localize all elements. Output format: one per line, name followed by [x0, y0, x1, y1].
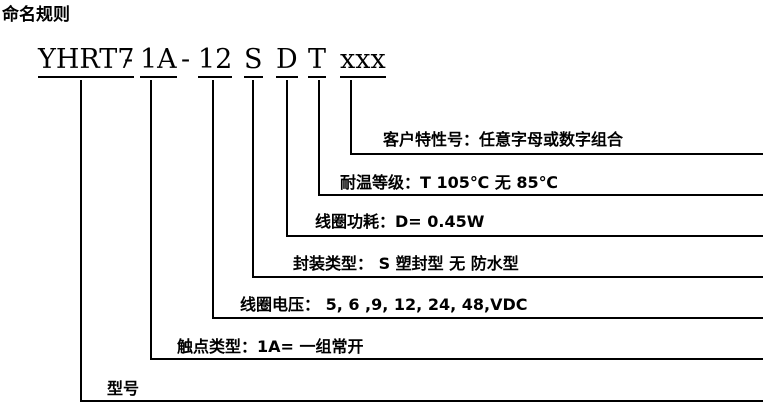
label-temperature: 耐温等级：T 105℃ 无 85℃ [340, 173, 559, 192]
page-title: 命名规则 [2, 5, 70, 25]
connector-temperature-horizontal [318, 194, 763, 196]
code-contact: 1A [140, 44, 177, 78]
label-power: 线圈功耗：D= 0.45W [315, 212, 485, 231]
code-power: D [276, 44, 298, 78]
label-custom: 客户特性号：任意字母或数字组合 [383, 130, 624, 149]
code-voltage-dash: - [181, 44, 191, 75]
connector-power-vertical [286, 80, 288, 235]
connector-voltage-vertical [212, 80, 214, 317]
code-contact-dash: - [124, 44, 134, 75]
label-seal: 封装类型： S 塑封型 无 防水型 [293, 254, 519, 273]
connector-voltage-horizontal [212, 317, 763, 319]
label-voltage: 线圈电压： 5, 6 ,9, 12, 24, 48,VDC [240, 295, 528, 314]
connector-model-horizontal [80, 400, 763, 402]
connector-seal-horizontal [252, 276, 763, 278]
code-custom: xxx [340, 44, 386, 78]
label-model: 型号 [107, 379, 140, 398]
connector-custom-horizontal [350, 153, 763, 155]
connector-seal-vertical [252, 80, 254, 276]
code-model: YHRT7 [38, 44, 135, 78]
label-contact: 触点类型：1A= 一组常开 [177, 337, 364, 356]
connector-contact-vertical [150, 80, 152, 358]
connector-power-horizontal [286, 235, 763, 237]
code-temperature: T [308, 44, 327, 78]
code-seal: S [244, 44, 263, 78]
connector-custom-vertical [350, 80, 352, 153]
connector-contact-horizontal [150, 358, 763, 360]
code-voltage: 12 [198, 44, 233, 78]
connector-model-vertical [80, 80, 82, 400]
connector-temperature-vertical [318, 80, 320, 194]
